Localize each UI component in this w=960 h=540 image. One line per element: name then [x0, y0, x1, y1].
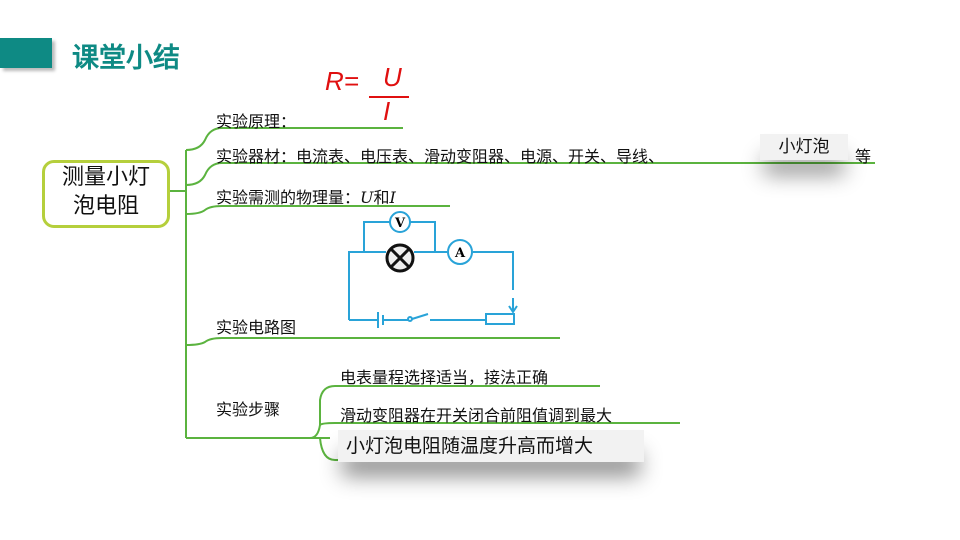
underline-step2 [319, 422, 680, 426]
formula: R= U I [325, 62, 409, 126]
step-3-popup: 小灯泡电阻随温度升高而增大 [338, 430, 644, 462]
branch-quantities: 实验需测的物理量：U和I [216, 184, 396, 208]
wire [348, 251, 514, 320]
branch-principle: 实验原理： [216, 112, 297, 131]
quantity-i: I [389, 188, 396, 207]
underline-principle [185, 127, 403, 151]
rheostat [485, 313, 515, 325]
formula-lhs: R= [325, 66, 359, 96]
voltmeter-label: V [394, 216, 406, 231]
wire [363, 221, 436, 252]
center-line2: 泡电阻 [72, 194, 139, 219]
equipment-end: 等 [855, 147, 872, 166]
formula-denominator: I [383, 96, 391, 126]
page-title: 课堂小结 [72, 43, 180, 74]
ammeter-icon [447, 239, 473, 265]
circuit-diagram [348, 211, 518, 328]
step-2: 滑动变阻器在开关闭合前阻值调到最大 [340, 406, 613, 425]
battery-icon [377, 312, 384, 328]
wire [349, 313, 486, 321]
quantity-u: U [360, 188, 374, 207]
underline-equipment [185, 162, 875, 186]
title-bar-decoration [0, 38, 52, 68]
lamp-icon [385, 243, 415, 273]
underline-step1 [309, 385, 600, 439]
formula-numerator: U [383, 62, 402, 92]
center-line1: 测量小灯 [61, 165, 150, 190]
branch-equipment: 实验器材：电流表、电压表、滑动变阻器、电源、开关、导线、 [216, 147, 665, 166]
center-node: 测量小灯泡电阻 [42, 160, 170, 228]
branch-steps: 实验步骤 [216, 400, 281, 419]
ammeter-label: A [454, 246, 466, 261]
underline-quantities [185, 205, 450, 215]
rheostat-slider [508, 298, 518, 314]
quantities-prefix: 实验需测的物理量： [216, 188, 361, 207]
quantities-and: 和 [373, 188, 390, 207]
popup-bulb: 小灯泡 [760, 134, 848, 160]
switch-pivot [407, 316, 413, 322]
voltmeter-icon [389, 211, 411, 233]
step-1: 电表量程选择适当，接法正确 [340, 368, 549, 387]
fraction-bar [369, 96, 409, 98]
underline-step3 [319, 437, 640, 461]
branch-circuit: 实验电路图 [216, 318, 297, 337]
underline-circuit [185, 337, 560, 346]
